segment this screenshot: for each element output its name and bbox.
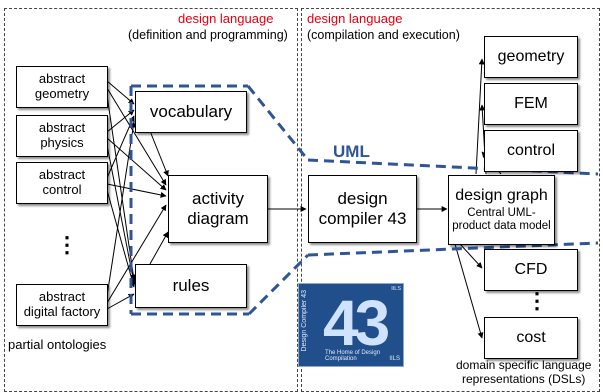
design-compiler-43-logo: Design Compiler 43 43 IILS The Home of D… [298, 283, 404, 367]
design-graph-box: design graph Central UML- product data m… [448, 175, 555, 245]
abstract-control-box: abstract control [16, 162, 108, 204]
dsl-label: domain specific language representations… [456, 358, 592, 387]
abstract-digital-factory-box: abstract digital factory [16, 284, 108, 326]
geometry-output-box: geometry [484, 36, 578, 78]
uml-label: UML [333, 142, 370, 161]
logo-number: 43 [323, 287, 390, 359]
right-panel-title: design language [307, 11, 403, 26]
logo-side-text: Design Compiler 43 [301, 290, 308, 352]
partial-ontologies-label: partial ontologies [8, 337, 107, 352]
logo-corner-text-2: IILS [389, 356, 400, 362]
design-graph-description: Central UML- product data model [452, 206, 551, 233]
left-panel-title: design language [178, 11, 274, 26]
right-panel-subtitle: (compilation and execution) [307, 28, 460, 42]
output-ellipsis: ⋮ [526, 288, 548, 313]
abstract-physics-box: abstract physics [16, 115, 108, 157]
rules-box: rules [135, 264, 247, 308]
control-output-box: control [484, 130, 578, 172]
left-panel-subtitle: (definition and programming) [128, 28, 288, 42]
design-graph-title: design graph [455, 186, 548, 204]
design-compiler-box: design compiler 43 [308, 175, 417, 243]
cfd-output-box: CFD [484, 249, 578, 291]
fem-output-box: FEM [484, 83, 578, 125]
abstract-geometry-box: abstract geometry [16, 66, 108, 108]
activity-diagram-box: activity diagram [168, 175, 268, 243]
logo-tagline: The Home of Design Compilation [325, 350, 381, 362]
logo-corner-text: IILS [391, 286, 401, 292]
ontology-ellipsis: ⋮ [56, 232, 78, 257]
vocabulary-box: vocabulary [135, 91, 247, 133]
cost-output-box: cost [484, 317, 578, 359]
